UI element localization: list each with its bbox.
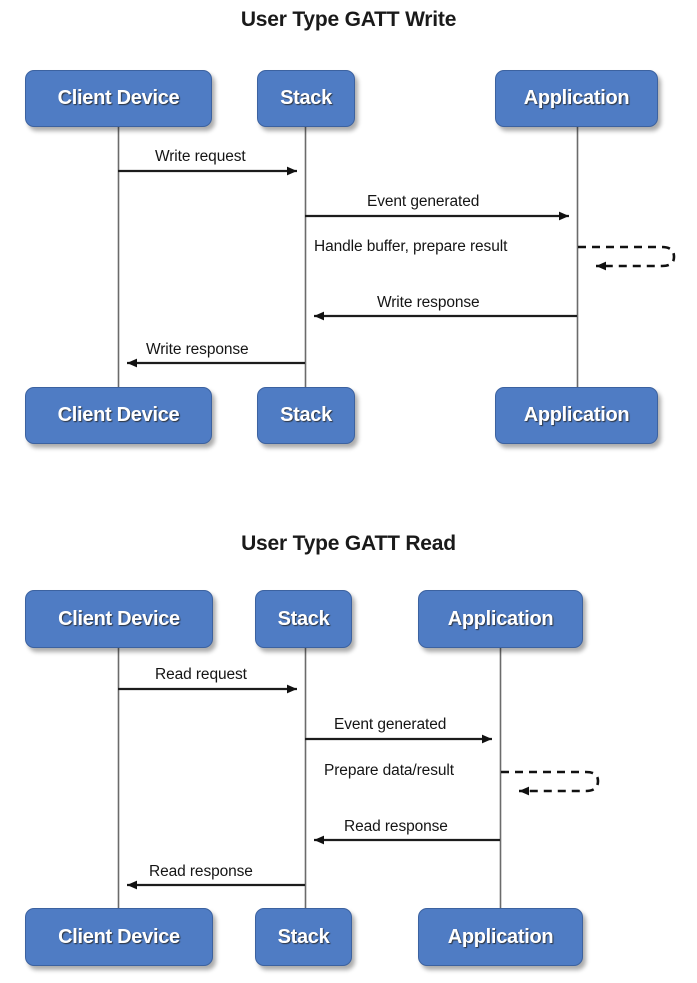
actor-label: Client Device	[57, 404, 180, 426]
message-label-event-generated: Event generated	[367, 193, 480, 210]
actor-label: Application	[447, 925, 554, 948]
actor-box-application-read-top[interactable]: Application	[418, 590, 583, 648]
actor-box-application-read-bottom[interactable]: Application	[418, 908, 583, 966]
actor-label: Stack	[277, 925, 330, 948]
actor-box-application-write-top[interactable]: Application	[495, 70, 658, 127]
actor-box-stack-read-top[interactable]: Stack	[255, 590, 352, 648]
actor-box-client-device-read-top[interactable]: Client Device	[25, 590, 213, 648]
message-label-prepare-data-result: Prepare data/result	[324, 762, 454, 779]
actor-label: Application	[447, 607, 554, 630]
message-label-write-response-stack-client: Write response	[146, 341, 249, 358]
actor-box-stack-read-bottom[interactable]: Stack	[255, 908, 352, 966]
actor-label: Stack	[280, 404, 332, 426]
actor-label: Client Device	[57, 87, 180, 109]
actor-label: Application	[523, 87, 630, 109]
actor-label: Client Device	[58, 607, 180, 630]
actor-label: Stack	[277, 607, 330, 630]
diagram-read-lines	[117, 648, 600, 910]
diagram-title-write: User Type GATT Write	[240, 8, 457, 31]
message-label-write-response-app-stack: Write response	[377, 294, 480, 311]
actor-box-application-write-bottom[interactable]: Application	[495, 387, 658, 444]
actor-label: Application	[523, 404, 630, 426]
actor-box-client-device-write-bottom[interactable]: Client Device	[25, 387, 212, 444]
diagram-write-lines	[117, 127, 676, 387]
actor-box-client-device-read-bottom[interactable]: Client Device	[25, 908, 213, 966]
message-label-event-generated-read: Event generated	[334, 716, 447, 733]
message-label-read-response-stack-client: Read response	[149, 863, 253, 880]
actor-label: Client Device	[58, 925, 180, 948]
message-label-handle-buffer-prepare-result: Handle buffer, prepare result	[314, 238, 508, 255]
message-label-read-request: Read request	[155, 666, 247, 683]
sequence-diagram-gatt-write: User Type GATT Write Client Device Stack	[25, 8, 676, 444]
diagram-title-read: User Type GATT Read	[241, 532, 456, 555]
actor-box-stack-write-top[interactable]: Stack	[257, 70, 355, 127]
message-label-read-response-app-stack: Read response	[344, 818, 448, 835]
message-label-write-request: Write request	[155, 148, 246, 165]
sequence-diagram-gatt-read: User Type GATT Read Client Device Stack	[0, 500, 697, 983]
actor-box-client-device-write-top[interactable]: Client Device	[25, 70, 212, 127]
actor-label: Stack	[280, 87, 332, 109]
actor-box-stack-write-bottom[interactable]: Stack	[257, 387, 355, 444]
